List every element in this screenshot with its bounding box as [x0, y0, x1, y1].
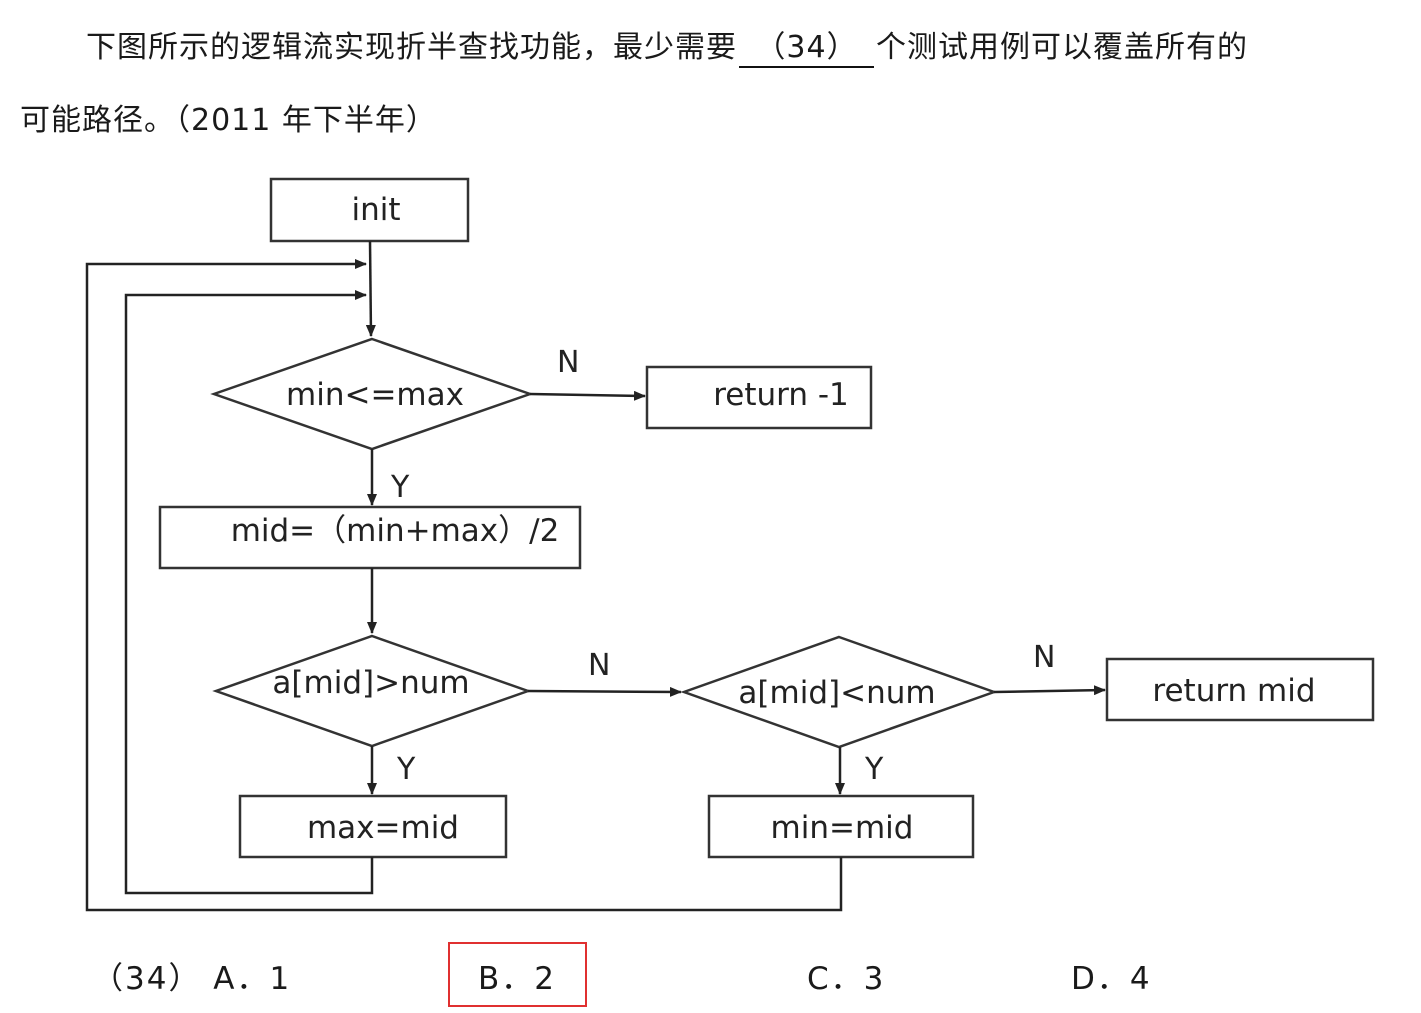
- edge-init-to-decision: [365, 240, 376, 337]
- return-neg-one-label: return -1: [713, 377, 849, 413]
- decision-less-label: a[mid]<num: [738, 675, 935, 711]
- decision-min-le-max-label: min<=max: [286, 377, 464, 413]
- set-min-box: min=mid: [707, 794, 975, 859]
- edge-label-n1: N: [557, 345, 579, 380]
- option-c: C．3: [807, 961, 886, 997]
- loop-back-set-min: [85, 259, 843, 912]
- edge-to-decision-less: [527, 686, 682, 697]
- loop-back-set-max: [124, 290, 374, 895]
- question-line-2: 可能路径。（2011 年下半年）: [20, 103, 437, 138]
- mid-calc-box: mid=（min+max）/2: [158, 505, 582, 570]
- edge-label-y2: Y: [396, 752, 416, 787]
- option-b: B．2: [478, 961, 556, 997]
- mid-calc-label: mid=（min+max）/2: [231, 513, 560, 549]
- return-mid-label: return mid: [1152, 673, 1315, 709]
- edge-label-y3: Y: [864, 752, 884, 787]
- edge-label-y1: Y: [390, 470, 410, 505]
- decision-less: a[mid]<num: [680, 635, 998, 749]
- question-text-start: 下图所示的逻辑流实现折半查找功能，最少需要: [86, 30, 737, 65]
- set-min-label: min=mid: [771, 810, 914, 846]
- init-label: init: [351, 192, 400, 228]
- option-d: D．4: [1071, 961, 1152, 997]
- edge-label-n2: N: [588, 648, 610, 683]
- decision-min-le-max: min<=max: [210, 337, 534, 451]
- return-mid-box: return mid: [1105, 657, 1375, 722]
- option-a: （34） A．1: [92, 961, 292, 997]
- set-max-box: max=mid: [238, 794, 508, 859]
- question-text-end: 个测试用例可以覆盖所有的: [876, 30, 1248, 65]
- question-line-1: 下图所示的逻辑流实现折半查找功能，最少需要（34）个测试用例可以覆盖所有的: [86, 22, 1248, 68]
- edge-label-n3: N: [1033, 640, 1055, 675]
- init-box: init: [269, 177, 470, 243]
- set-max-label: max=mid: [307, 810, 459, 846]
- edge-to-return-mid: [993, 685, 1106, 696]
- answer-highlight-box: [448, 942, 587, 1007]
- decision-greater: a[mid]>num: [212, 634, 532, 748]
- answer-blank: （34）: [739, 30, 874, 68]
- return-neg-one-box: return -1: [645, 365, 873, 430]
- edge-return-neg-one: [529, 390, 646, 401]
- decision-greater-label: a[mid]>num: [272, 665, 469, 701]
